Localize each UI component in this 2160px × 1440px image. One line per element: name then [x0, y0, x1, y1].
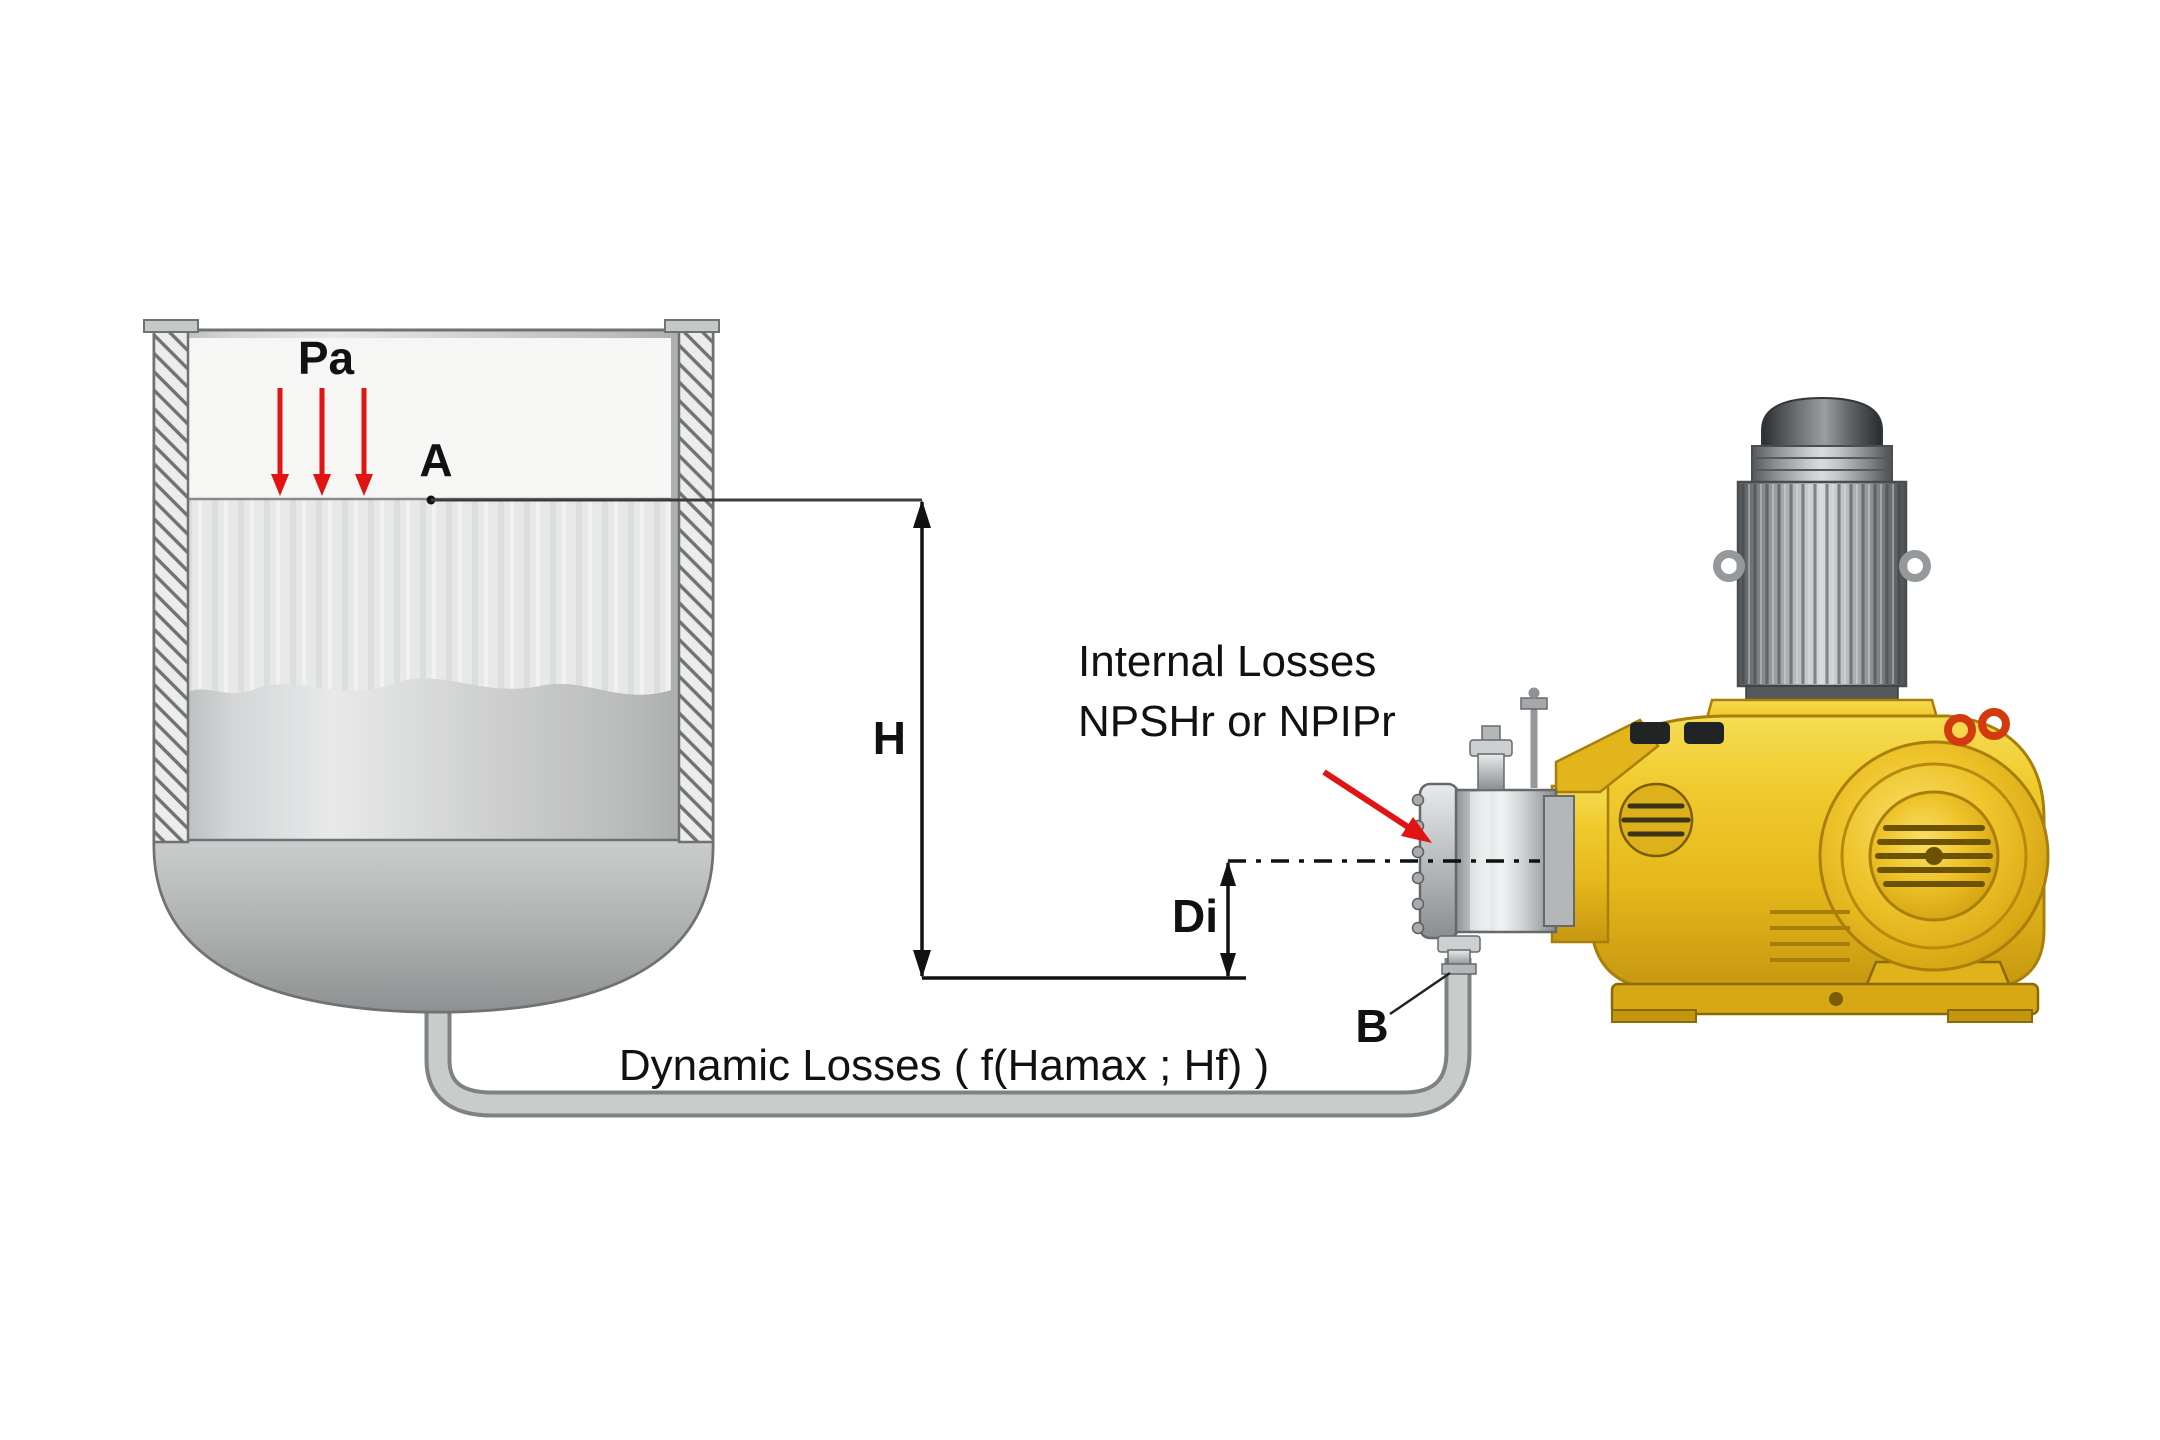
- tank-wall-right: [677, 328, 715, 844]
- red-eyelet-2: [1978, 708, 2010, 740]
- annotations: [271, 388, 1540, 1016]
- vent-tee: [1520, 697, 1548, 710]
- tank-liquid: [188, 499, 671, 695]
- suction-pipe: [424, 958, 1472, 1118]
- pa-arrows: [271, 388, 373, 496]
- body-louvers: [1770, 910, 1850, 962]
- side-grille-slots: [1621, 803, 1691, 837]
- top-cap-2: [1684, 722, 1724, 744]
- metering-pump: [1411, 396, 2050, 1023]
- tank-lip-right: [664, 319, 720, 333]
- dimension-di: [1220, 859, 1540, 978]
- tank: [143, 319, 720, 1014]
- electric-motor: [1713, 396, 1931, 701]
- b-leader-line: [1389, 971, 1451, 1016]
- label-di: Di: [1172, 890, 1218, 942]
- label-pa: Pa: [298, 332, 355, 384]
- label-h: H: [873, 712, 906, 764]
- label-point-b: B: [1355, 1000, 1388, 1052]
- pump-body: [1550, 698, 2050, 1023]
- tank-vapor-space: [188, 338, 671, 499]
- suction-flange: [1441, 963, 1477, 975]
- base-bolt: [1829, 992, 1843, 1006]
- label-dynamic-losses: Dynamic Losses ( f(Hamax ; Hf) ): [619, 1041, 1269, 1090]
- labels: Pa A H Internal Losses NPSHr or NPIPr Di…: [298, 332, 1396, 1090]
- head-ring: [1543, 795, 1575, 927]
- top-valve-cap: [1481, 725, 1501, 742]
- tank-lip-left: [143, 319, 199, 333]
- motor-fins: [1740, 484, 1904, 684]
- label-internal-losses-1: Internal Losses: [1078, 637, 1376, 686]
- top-cap-1: [1630, 722, 1670, 744]
- foot-right: [1947, 1009, 2033, 1023]
- vent-tip: [1528, 687, 1540, 699]
- pump-head: [1411, 687, 1575, 975]
- motor-collar: [1751, 445, 1893, 483]
- motor-cap: [1761, 396, 1883, 447]
- pipe-body: [428, 958, 1468, 1114]
- label-point-a: A: [419, 434, 452, 486]
- motor-base-flange: [1745, 685, 1899, 701]
- internal-losses-arrow: [1322, 769, 1432, 843]
- tank-dome: [152, 838, 715, 1014]
- label-internal-losses-2: NPSHr or NPIPr: [1078, 697, 1396, 746]
- dimension-h: [913, 500, 1246, 980]
- lifting-eye-right: [1899, 550, 1931, 582]
- top-valve-body: [1477, 753, 1505, 791]
- base-plate: [1610, 982, 2040, 1016]
- lifting-eye-left: [1713, 550, 1745, 582]
- red-eyelet-1: [1944, 714, 1976, 746]
- tank-wall-left: [152, 328, 190, 844]
- foot-left: [1611, 1009, 1697, 1023]
